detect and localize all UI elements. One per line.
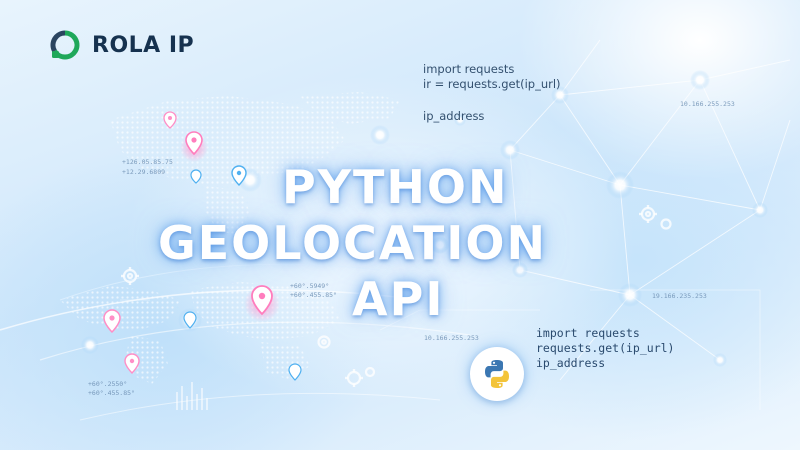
frame-lines <box>120 289 761 410</box>
title-line-3: API <box>352 272 445 326</box>
code-line: ir = requests.get(ip_url) <box>423 77 561 91</box>
ip-label: +60°.5949° <box>290 282 330 290</box>
python-badge <box>470 347 524 401</box>
ip-label: +60°.2550° <box>88 380 128 388</box>
ip-label: +12.29.6809 <box>122 168 166 176</box>
location-pin-icon <box>183 311 197 329</box>
network-graph <box>509 39 791 381</box>
code-line: requests.get(ip_url) <box>536 341 675 355</box>
location-pin-icon <box>180 131 208 162</box>
brand-logo: ROLA IP <box>48 28 194 62</box>
ip-label: +60°.455.85° <box>88 389 135 397</box>
ip-label: 10.166.255.253 <box>680 100 735 108</box>
location-pin-icon <box>163 111 177 129</box>
title-line-1: PYTHON <box>282 160 509 214</box>
location-pin-icon <box>231 165 247 186</box>
location-pin-icon <box>288 363 302 381</box>
code-snippet-top: import requests ir = requests.get(ip_url… <box>423 62 561 124</box>
code-line: ip_address <box>536 356 606 370</box>
location-pin-icon <box>124 353 140 374</box>
world-map-lower <box>60 282 340 384</box>
ip-label: 10.166.255.253 <box>424 334 479 342</box>
python-logo-icon <box>485 360 509 388</box>
code-line: import requests <box>536 326 640 340</box>
code-line: import requests <box>423 62 515 76</box>
brand-name: ROLA IP <box>92 32 195 58</box>
ip-label: 19.166.235.253 <box>652 292 707 300</box>
bar-decoration <box>176 382 208 410</box>
logo-icon <box>50 30 80 60</box>
location-pin-icon <box>244 285 280 322</box>
title-line-2: GEOLOCATION <box>158 216 547 270</box>
location-pin-icon <box>190 169 202 184</box>
location-pin-icon <box>103 309 121 334</box>
ip-label: +126.05.85.75 <box>122 158 173 166</box>
code-snippet-bottom: import requests requests.get(ip_url) ip_… <box>536 326 674 371</box>
gear-teeth <box>121 205 657 387</box>
code-line: ip_address <box>423 109 485 123</box>
ip-label: +60°.455.85° <box>290 291 337 299</box>
